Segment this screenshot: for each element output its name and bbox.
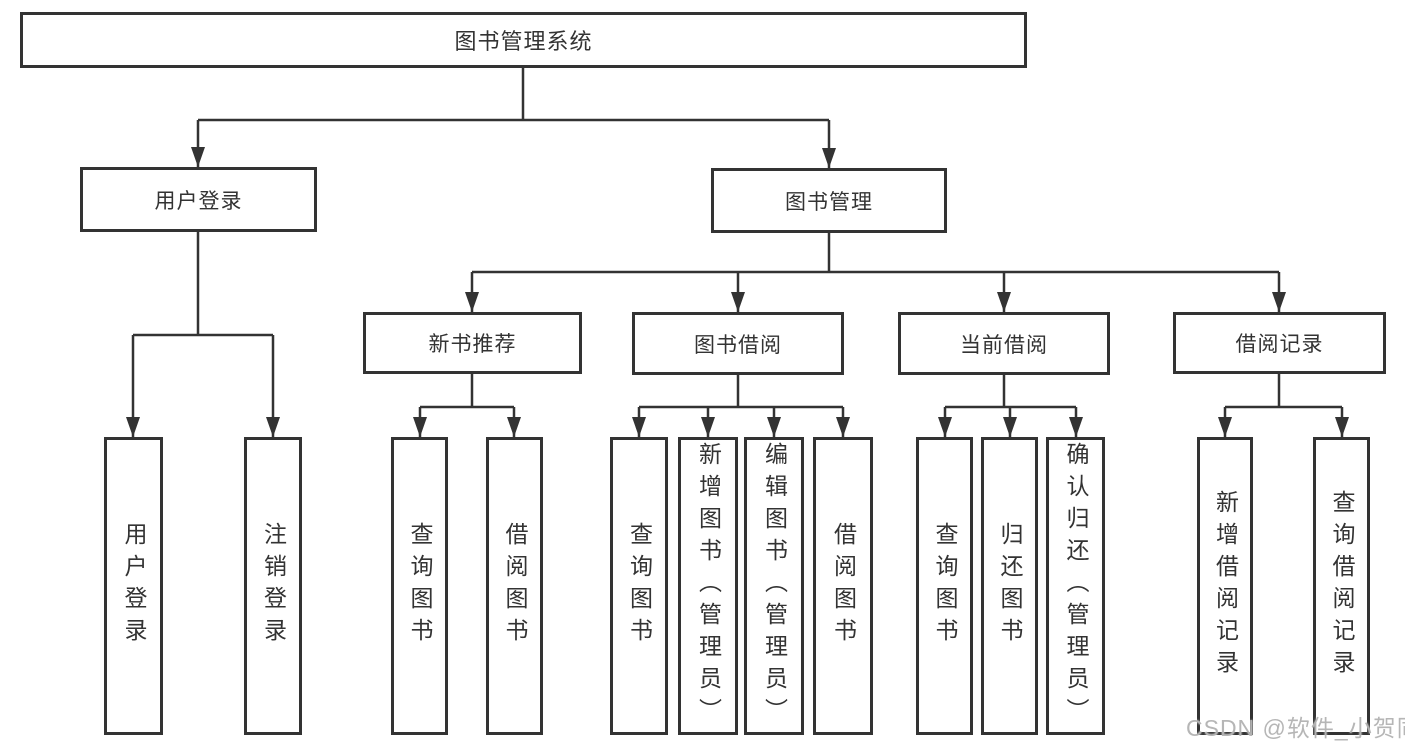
- leaf-cb-return-books-label: 归还图书: [997, 522, 1023, 650]
- connector-paths: [131, 68, 1344, 437]
- leaf-nb-query-books-label: 查询图书: [407, 522, 433, 650]
- node-book-borrow-label: 图书借阅: [694, 333, 782, 357]
- node-user-login: 用户登录: [80, 167, 317, 232]
- leaf-br-query-record: 查询借阅记录: [1313, 437, 1370, 735]
- leaf-nb-borrow-books: 借阅图书: [486, 437, 543, 735]
- node-library-system-label: 图书管理系统: [454, 29, 593, 54]
- node-new-book-recommend: 新书推荐: [363, 312, 582, 374]
- leaf-br-query-record-label: 查询借阅记录: [1329, 490, 1355, 682]
- leaf-bb-query-books-label: 查询图书: [626, 522, 653, 650]
- leaf-nb-borrow-books-label: 借阅图书: [502, 522, 528, 650]
- leaf-br-add-record-label: 新增借阅记录: [1212, 490, 1239, 682]
- watermark-text: CSDN @软件_小贺同学: [1186, 715, 1405, 741]
- leaf-bb-borrow-books: 借阅图书: [813, 437, 873, 735]
- leaf-br-add-record: 新增借阅记录: [1197, 437, 1253, 735]
- node-borrow-records-label: 借阅记录: [1235, 333, 1324, 356]
- node-book-management-label: 图书管理: [785, 190, 873, 214]
- leaf-logout-label: 注销登录: [260, 522, 287, 650]
- node-borrow-records: 借阅记录: [1173, 312, 1386, 374]
- leaf-bb-add-books-admin-label: 新增图书（管理员）: [695, 442, 722, 730]
- node-current-borrow: 当前借阅: [898, 312, 1110, 375]
- arrowheads: [126, 147, 1349, 437]
- leaf-bb-edit-books-admin-label: 编辑图书（管理员）: [761, 442, 788, 730]
- leaf-nb-query-books: 查询图书: [391, 437, 448, 735]
- leaf-user-login-label: 用户登录: [121, 522, 147, 650]
- leaf-cb-confirm-return-admin: 确认归还（管理员）: [1046, 437, 1105, 735]
- node-book-management: 图书管理: [711, 168, 947, 233]
- leaf-logout: 注销登录: [244, 437, 302, 735]
- leaf-cb-query-books-label: 查询图书: [932, 522, 958, 650]
- leaf-cb-query-books: 查询图书: [916, 437, 973, 735]
- node-library-system: 图书管理系统: [20, 12, 1027, 68]
- leaf-bb-borrow-books-label: 借阅图书: [830, 522, 857, 650]
- node-book-borrow: 图书借阅: [632, 312, 844, 375]
- leaf-bb-edit-books-admin: 编辑图书（管理员）: [744, 437, 804, 735]
- leaf-bb-query-books: 查询图书: [610, 437, 668, 735]
- node-current-borrow-label: 当前借阅: [960, 333, 1048, 357]
- node-new-book-recommend-label: 新书推荐: [428, 333, 517, 356]
- leaf-cb-confirm-return-admin-label: 确认归还（管理员）: [1063, 442, 1089, 730]
- leaf-user-login: 用户登录: [104, 437, 163, 735]
- leaf-cb-return-books: 归还图书: [981, 437, 1038, 735]
- leaf-bb-add-books-admin: 新增图书（管理员）: [678, 437, 738, 735]
- node-user-login-label: 用户登录: [154, 189, 243, 213]
